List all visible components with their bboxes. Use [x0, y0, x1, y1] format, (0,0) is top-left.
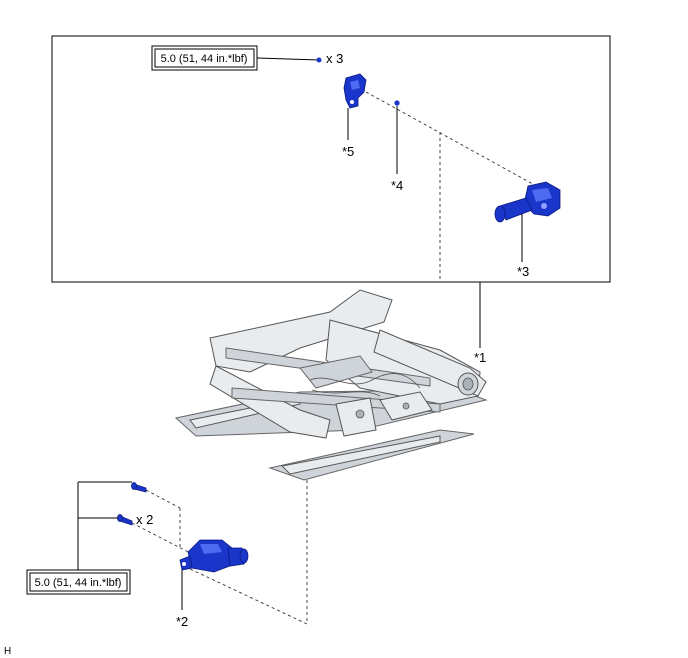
label-part-1: *1: [474, 350, 486, 365]
torque-value-top: 5.0 (51, 44 in.*lbf): [161, 53, 248, 65]
dashed-guide-bolt-upper: [145, 489, 181, 509]
seat-frame-assembly: [174, 289, 488, 481]
quantity-bottom: x 2: [136, 512, 153, 527]
torque-leader-top: [256, 57, 320, 61]
corner-mark: H: [4, 646, 11, 657]
part-2-motor: [179, 539, 249, 573]
torque-callout-top: 5.0 (51, 44 in.*lbf): [151, 45, 258, 71]
label-part-2: *2: [176, 614, 188, 629]
dashed-guide-bottom-diagonal: [187, 567, 308, 625]
part-3-motor: [494, 181, 561, 223]
label-part-5: *5: [342, 144, 354, 159]
bolt-dot-top: [316, 57, 322, 63]
detail-inset-box: [51, 35, 611, 283]
dashed-guide-inset: [365, 91, 541, 189]
label-part-4: *4: [391, 178, 403, 193]
dashed-guide-bolt-lower: [131, 522, 197, 557]
part-4-fastener: [394, 100, 400, 106]
quantity-top: x 3: [326, 51, 343, 66]
part-5-bracket: [343, 73, 367, 109]
label-part-3: *3: [517, 264, 529, 279]
bolt-lower-bottom: [117, 514, 133, 526]
torque-callout-bottom: 5.0 (51, 44 in.*lbf): [26, 569, 131, 595]
bolt-upper-bottom: [131, 482, 147, 493]
torque-value-bottom: 5.0 (51, 44 in.*lbf): [35, 577, 122, 589]
